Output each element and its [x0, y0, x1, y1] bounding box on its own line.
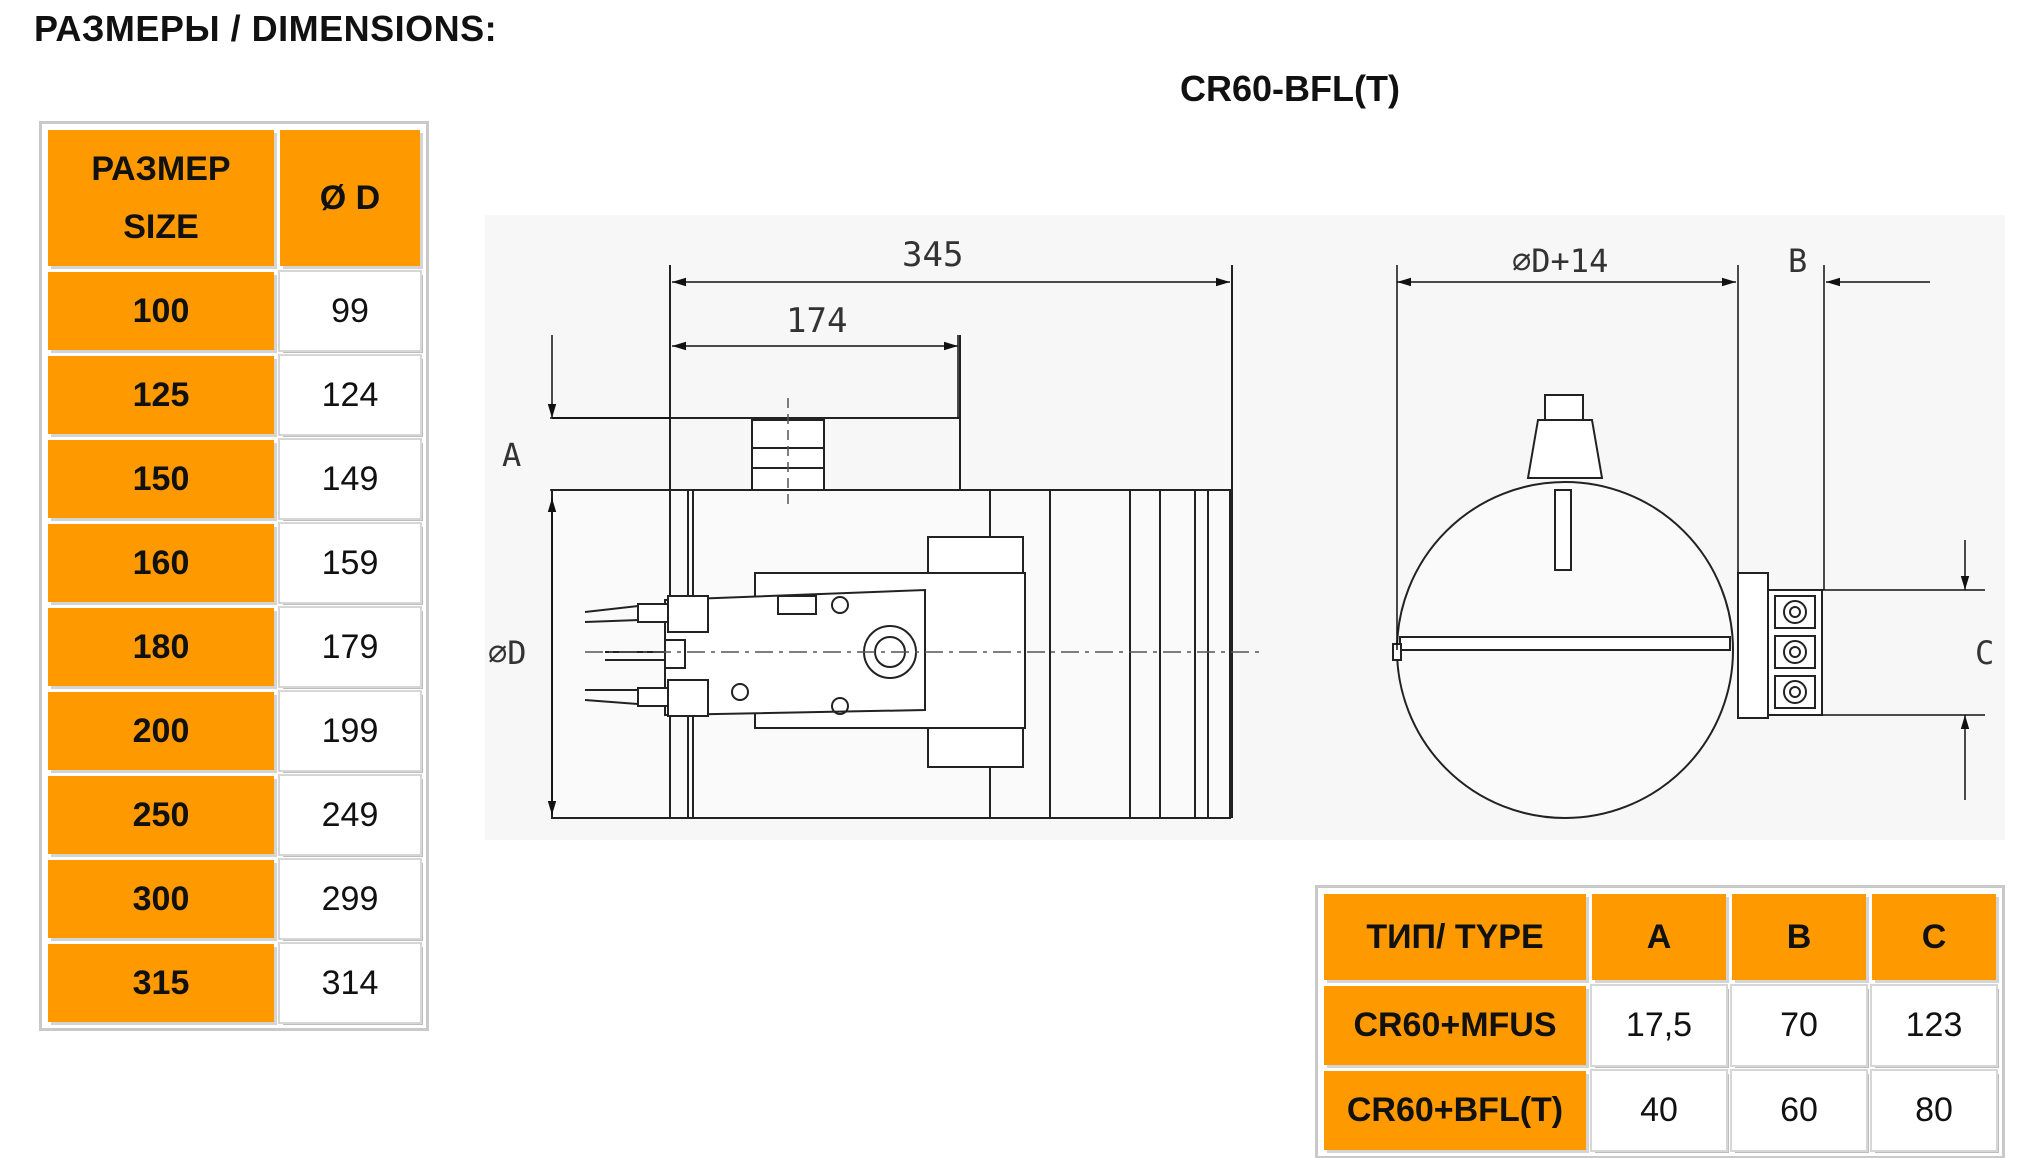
d-cell: 314: [280, 944, 420, 1022]
d-cell: 124: [280, 356, 420, 434]
size-table-header: РАЗМЕР SIZE Ø D: [48, 130, 420, 266]
size-cell: 160: [48, 524, 274, 602]
dim-345-label: 345: [902, 235, 963, 275]
d-cell: 249: [280, 776, 420, 854]
front-view: [1392, 394, 1823, 819]
size-cell: 100: [48, 272, 274, 350]
size-cell: 200: [48, 692, 274, 770]
dim-d14-label: ⌀D+14: [1512, 242, 1608, 280]
dim-d-label: ⌀D: [488, 634, 527, 672]
d-cell: 159: [280, 524, 420, 602]
size-header-ru: РАЗМЕР: [91, 150, 231, 188]
dim-174-label: 174: [786, 301, 847, 341]
a-header-cell: A: [1592, 894, 1726, 980]
d-cell: 299: [280, 860, 420, 938]
size-cell: 125: [48, 356, 274, 434]
size-cell: 250: [48, 776, 274, 854]
type-header-cell: ТИП/ TYPE: [1324, 894, 1586, 980]
table-row: CR60+BFL(T) 40 60 80: [1324, 1071, 1996, 1150]
b-cell: 60: [1732, 1071, 1866, 1150]
c-header-cell: C: [1872, 894, 1996, 980]
size-cell: 180: [48, 608, 274, 686]
dim-b-label: B: [1788, 242, 1807, 280]
type-cell: CR60+BFL(T): [1324, 1071, 1586, 1150]
dim-c-label: C: [1975, 634, 1994, 672]
c-cell: 80: [1872, 1071, 1996, 1150]
side-dimensions: [547, 277, 1230, 815]
page-heading: РАЗМЕРЫ / DIMENSIONS:: [34, 8, 498, 49]
d-cell: 179: [280, 608, 420, 686]
b-cell: 70: [1732, 986, 1866, 1065]
type-table-header: ТИП/ TYPE A B C: [1324, 894, 1996, 980]
type-cell: CR60+MFUS: [1324, 986, 1586, 1065]
size-cell: 150: [48, 440, 274, 518]
d-cell: 99: [280, 272, 420, 350]
dim-a-label: A: [502, 436, 521, 474]
size-header-cell: РАЗМЕР SIZE: [48, 130, 274, 266]
a-cell: 17,5: [1592, 986, 1726, 1065]
b-header-cell: B: [1732, 894, 1866, 980]
a-cell: 40: [1592, 1071, 1726, 1150]
c-cell: 123: [1872, 986, 1996, 1065]
d-cell: 149: [280, 440, 420, 518]
model-title: CR60-BFL(T): [1180, 68, 1400, 109]
d-cell: 199: [280, 692, 420, 770]
size-header-en: SIZE: [123, 208, 199, 246]
table-row: CR60+MFUS 17,5 70 123: [1324, 986, 1996, 1065]
size-cell: 315: [48, 944, 274, 1022]
front-dimensions: [1396, 265, 1985, 800]
type-table: ТИП/ TYPE A B C CR60+MFUS 17,5 70 123 CR…: [1318, 888, 2002, 1156]
d-header-cell: Ø D: [280, 130, 420, 266]
size-cell: 300: [48, 860, 274, 938]
